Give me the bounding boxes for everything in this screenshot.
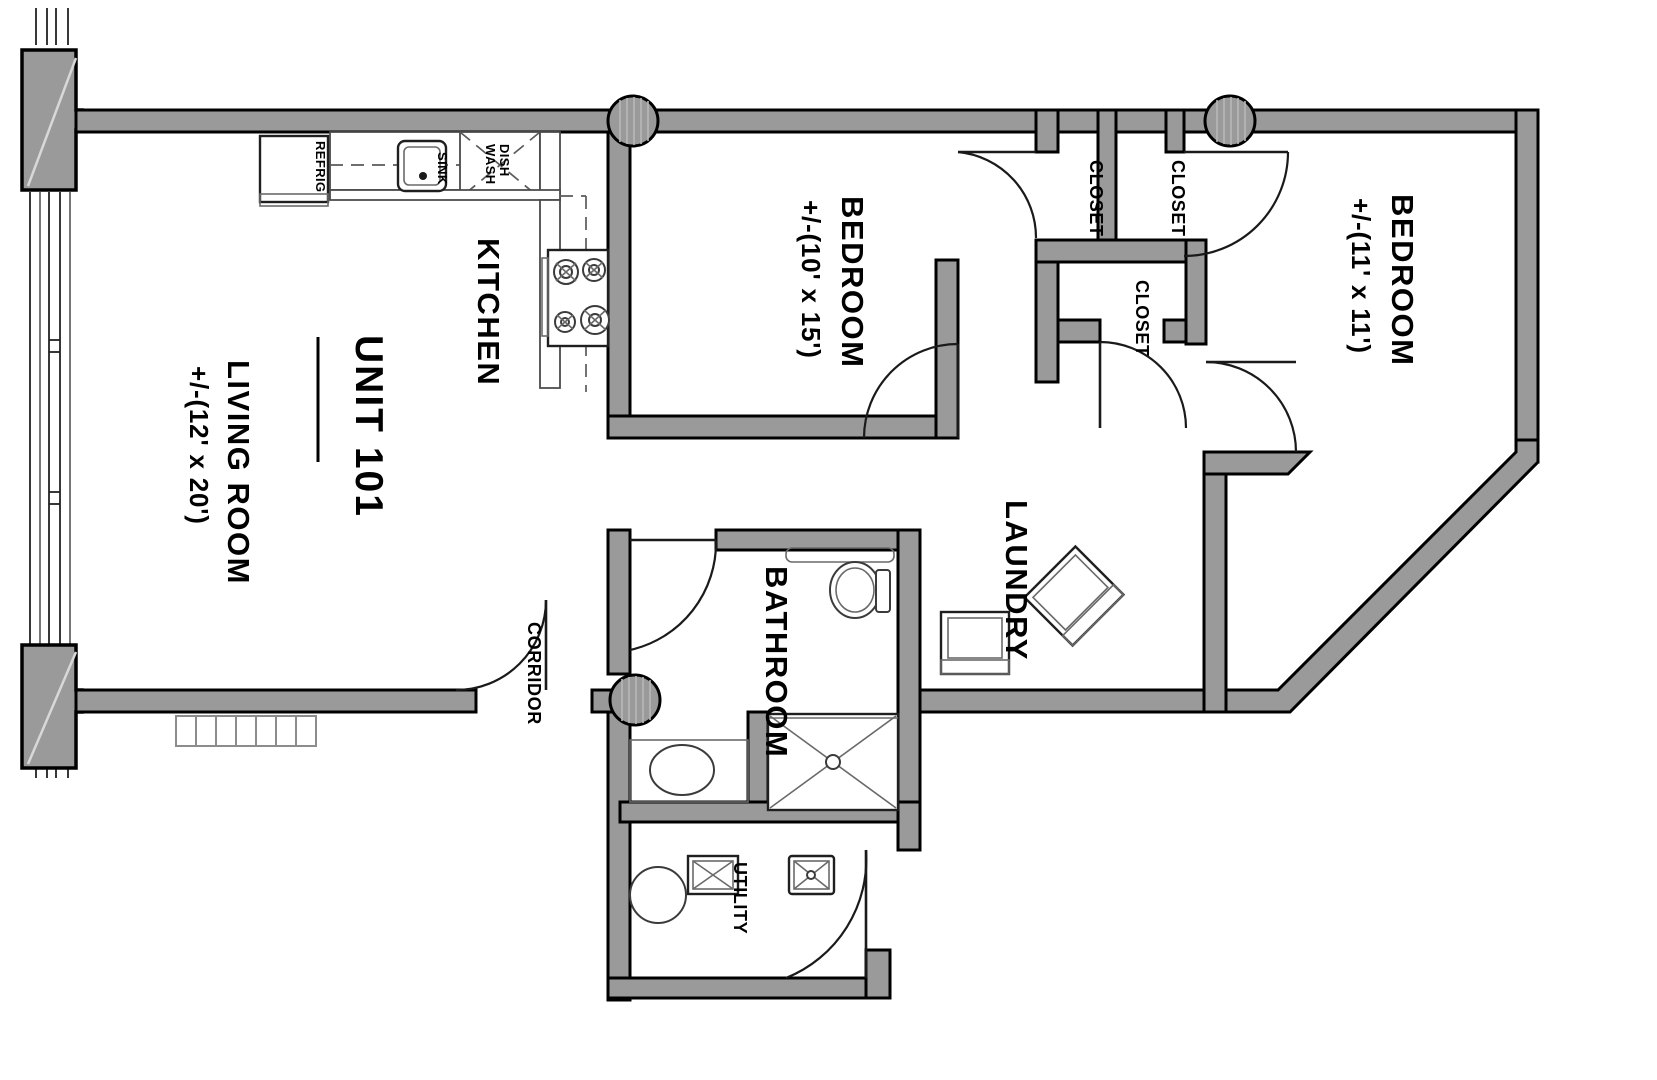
label-laundry: LAUNDRY bbox=[999, 500, 1034, 661]
angled-exterior-wall bbox=[918, 438, 1540, 714]
label-bathroom: BATHROOM bbox=[759, 566, 794, 758]
label-refrigerator: REFRIG bbox=[313, 141, 328, 193]
label-bedroom-1: BEDROOM +/-(10' x 15') bbox=[796, 196, 870, 368]
door-closet-3 bbox=[1098, 340, 1188, 429]
masonry-pier-top bbox=[20, 48, 84, 192]
bedroom-1-walls bbox=[606, 130, 960, 440]
unit-title: UNIT 101 bbox=[316, 335, 390, 518]
label-utility: UTILITY bbox=[730, 862, 750, 934]
closet-2-name: CLOSET bbox=[1168, 160, 1188, 237]
utility-equipment-2 bbox=[787, 854, 836, 896]
label-dishwasher: DISH WASH bbox=[483, 144, 512, 185]
kitchen-name: KITCHEN bbox=[471, 238, 506, 386]
label-corridor: CORRIDOR bbox=[524, 622, 544, 725]
door-bedroom-1 bbox=[862, 342, 960, 439]
laundry-name: LAUNDRY bbox=[999, 500, 1034, 661]
corridor-wall bbox=[74, 688, 632, 714]
bedroom-1-dimensions: +/-(10' x 15') bbox=[796, 200, 826, 359]
sink-label: SINK bbox=[435, 152, 450, 185]
utility-equipment-1 bbox=[686, 854, 740, 896]
door-bedroom-2 bbox=[1205, 360, 1298, 453]
bathroom-utility-walls bbox=[606, 528, 922, 1002]
closet-walls bbox=[1034, 108, 1208, 384]
utility-name: UTILITY bbox=[730, 862, 750, 934]
kitchen-counter-run bbox=[329, 131, 561, 201]
label-sink: SINK bbox=[435, 152, 450, 185]
round-column-kitchen bbox=[606, 94, 660, 148]
washer-fixture bbox=[939, 610, 1011, 676]
corridor-name: CORRIDOR bbox=[524, 622, 544, 725]
door-utility bbox=[785, 849, 868, 980]
label-closet-1: CLOSET bbox=[1086, 160, 1106, 237]
bedroom-1-name: BEDROOM bbox=[835, 196, 870, 368]
refrigerator-label: REFRIG bbox=[313, 141, 328, 193]
top-exterior-wall bbox=[74, 108, 1540, 134]
masonry-pier-bottom bbox=[20, 643, 84, 770]
door-corridor bbox=[455, 599, 548, 692]
toilet-fixture bbox=[829, 561, 891, 619]
door-bathroom bbox=[629, 538, 718, 652]
bedroom-2-dimensions: +/-(11' x 11') bbox=[1346, 198, 1376, 354]
door-closet-2 bbox=[1183, 150, 1290, 258]
closet-1-name: CLOSET bbox=[1086, 160, 1106, 237]
dishwasher-label-line-1: DISH bbox=[497, 144, 512, 177]
label-closet-2: CLOSET bbox=[1168, 160, 1188, 237]
water-heater-fixture bbox=[629, 866, 687, 924]
label-bedroom-2: BEDROOM +/-(11' x 11') bbox=[1346, 194, 1420, 366]
unit-title-text: UNIT 101 bbox=[347, 335, 390, 518]
shower-fixture bbox=[766, 712, 900, 812]
range-stove bbox=[541, 248, 610, 348]
round-column-corridor bbox=[608, 673, 662, 727]
right-exterior-wall bbox=[1514, 108, 1540, 464]
lavatory-sink-fixture bbox=[629, 739, 749, 803]
label-closet-3: CLOSET bbox=[1132, 280, 1152, 357]
living-room-name: LIVING ROOM bbox=[221, 360, 256, 585]
label-kitchen: KITCHEN bbox=[471, 238, 506, 386]
kitchen-sink bbox=[396, 139, 448, 193]
living-room-dimensions: +/-(12' x 20') bbox=[184, 366, 214, 525]
dishwasher-label-line-2: WASH bbox=[483, 144, 498, 185]
round-column-bedroom bbox=[1203, 94, 1257, 148]
dryer-fixture bbox=[1022, 544, 1126, 648]
bedroom-2-name: BEDROOM bbox=[1385, 194, 1420, 366]
bathroom-name: BATHROOM bbox=[759, 566, 794, 758]
closet-3-name: CLOSET bbox=[1132, 280, 1152, 357]
baseboard-radiator bbox=[175, 715, 317, 747]
label-living-room: LIVING ROOM +/-(12' x 20') bbox=[184, 360, 256, 585]
refrigerator bbox=[258, 134, 330, 207]
door-closet-1 bbox=[957, 150, 1038, 239]
bathroom-tub-ledge bbox=[785, 547, 895, 563]
